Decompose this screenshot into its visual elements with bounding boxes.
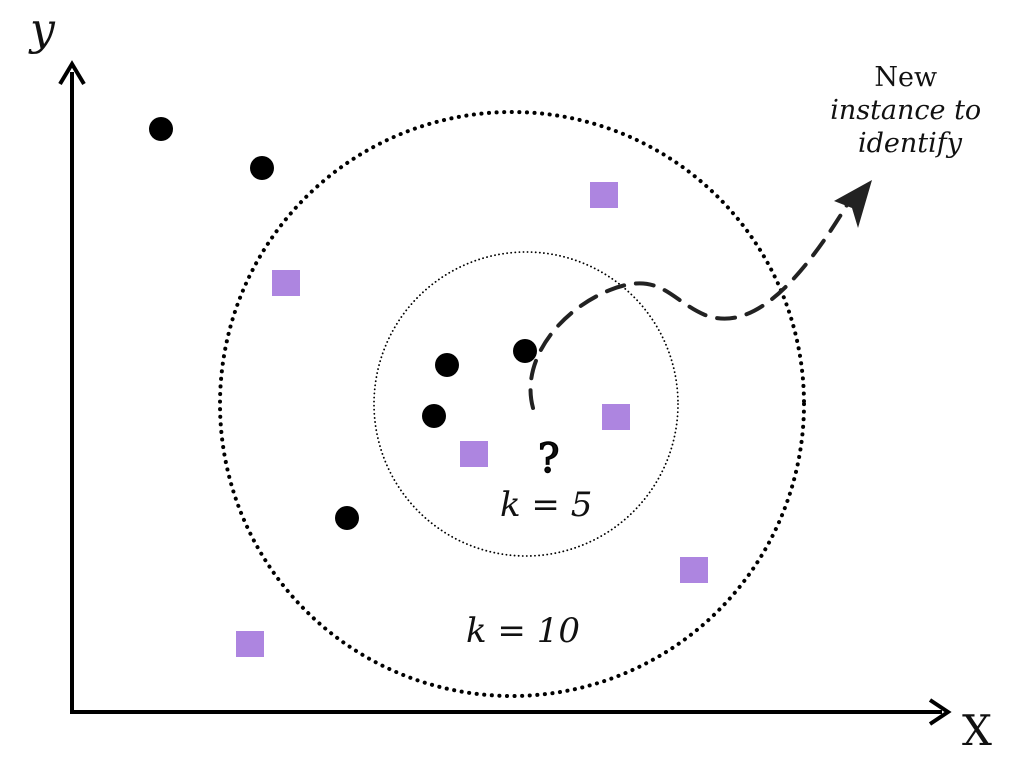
square-point <box>236 631 264 657</box>
square-point <box>272 270 300 296</box>
outer-region-label: k = 10 <box>466 611 580 651</box>
circle-point <box>422 404 446 428</box>
square-point <box>460 441 488 467</box>
query-annotation: New instance to identify <box>830 62 990 159</box>
y-axis-arrowhead <box>58 60 86 86</box>
class-square-points <box>236 182 708 657</box>
circle-point <box>335 506 359 530</box>
circle-point <box>250 156 274 180</box>
annotation-line-2: instance to <box>830 95 981 126</box>
annotation-line-1: New <box>874 62 937 93</box>
square-point <box>680 557 708 583</box>
circle-point <box>435 353 459 377</box>
axes: y X <box>28 4 992 755</box>
square-point <box>602 404 630 430</box>
inner-region-k5 <box>373 251 679 557</box>
annotation-arrowhead <box>834 180 872 228</box>
outer-region-k10 <box>218 110 806 698</box>
annotation-arrow <box>528 198 852 410</box>
k-regions: k = 5 k = 10 <box>218 110 806 698</box>
query-point-symbol: ? <box>538 436 559 482</box>
square-point <box>590 182 618 208</box>
annotation-line-3: identify <box>858 128 963 159</box>
x-axis-arrowhead <box>928 698 952 726</box>
x-axis-label: X <box>962 706 992 755</box>
y-axis-label: y <box>28 4 56 55</box>
inner-region-label: k = 5 <box>500 485 592 525</box>
circle-point <box>149 117 173 141</box>
class-circle-points <box>149 117 537 530</box>
circle-point <box>513 339 537 363</box>
